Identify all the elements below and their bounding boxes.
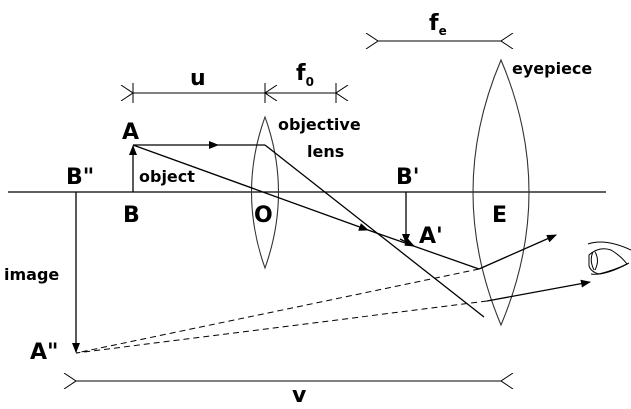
A-prime-label: A' (419, 224, 443, 249)
image-label: image (4, 265, 59, 284)
v-label: v (292, 383, 307, 408)
B-double-prime-label: B" (66, 165, 94, 190)
ray-central-1 (132, 144, 369, 231)
eye-icon (587, 241, 631, 275)
B-prime-label: B' (396, 165, 420, 190)
A-double-prime-label: A" (30, 340, 59, 365)
objective-lens (251, 115, 279, 270)
objective-label: objective (278, 115, 361, 134)
ray-refracted-1 (264, 144, 485, 318)
emergent-ray-1 (478, 234, 557, 270)
O-label: O (254, 203, 273, 228)
object-label: object (139, 167, 195, 186)
ray-central-2 (367, 229, 480, 270)
f0-dimension (265, 83, 336, 103)
A-label: A (122, 120, 139, 145)
virtual-ray-1 (75, 268, 480, 354)
E-label: E (492, 203, 507, 228)
f0-label: f0 (296, 61, 314, 89)
u-label: u (190, 66, 206, 91)
ray-arrow-at-A-prime (399, 238, 415, 247)
virtual-ray-2 (75, 300, 488, 354)
emergent-ray-2 (486, 279, 591, 302)
B-label: B (123, 203, 140, 228)
eyepiece-lens (472, 58, 530, 327)
lens-label: lens (307, 142, 344, 161)
eyepiece-label: eyepiece (512, 59, 592, 78)
fe-label: fe (429, 11, 447, 38)
